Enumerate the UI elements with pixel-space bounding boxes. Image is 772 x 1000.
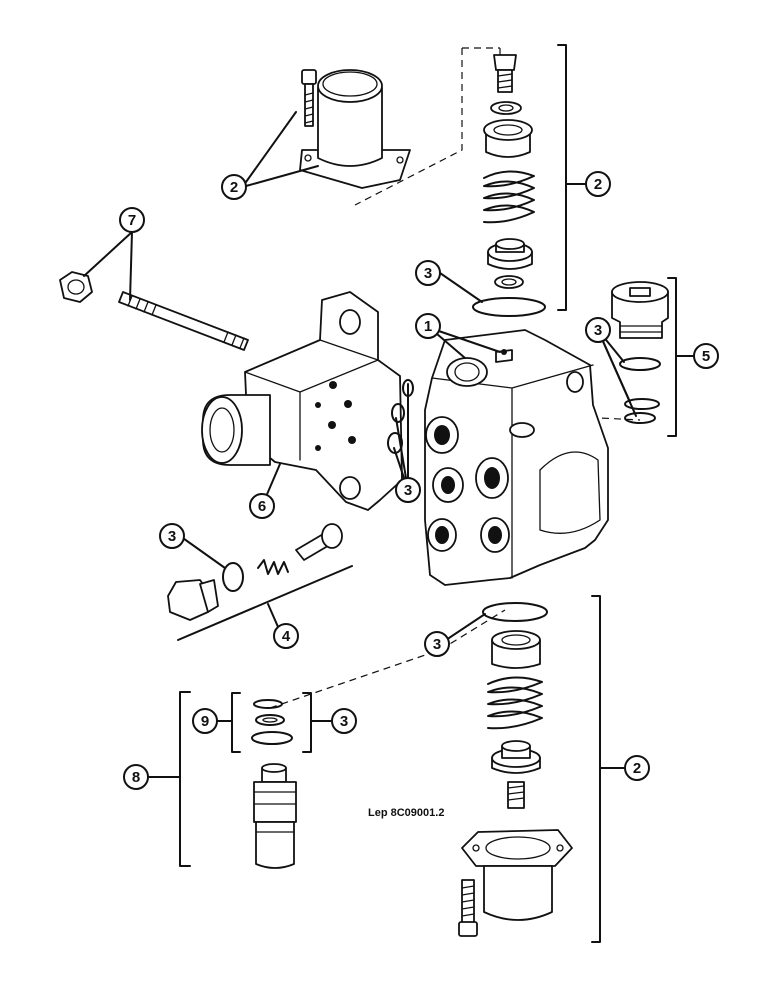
callout-1: 1 bbox=[415, 313, 441, 339]
svg-text:2: 2 bbox=[594, 176, 602, 193]
callout-4: 4 bbox=[273, 623, 299, 649]
svg-text:7: 7 bbox=[128, 212, 136, 229]
cartridge-o-rings bbox=[251, 699, 293, 745]
svg-text:3: 3 bbox=[168, 528, 176, 545]
plug-assembly-right bbox=[611, 281, 669, 424]
svg-text:3: 3 bbox=[594, 322, 602, 339]
upper-cap-housing bbox=[299, 69, 411, 189]
svg-text:8: 8 bbox=[132, 769, 140, 786]
callout-6: 6 bbox=[249, 493, 275, 519]
bracket-upper-spring bbox=[557, 44, 567, 311]
callout-9: 9 bbox=[192, 708, 218, 734]
callout-2-upper-right: 2 bbox=[585, 171, 611, 197]
lower-cap-housing bbox=[461, 829, 573, 921]
svg-text:1: 1 bbox=[424, 318, 432, 335]
bracket-9-left bbox=[231, 692, 241, 753]
bracket-lower-spring bbox=[591, 595, 601, 943]
lower-cap-screw bbox=[458, 879, 478, 937]
callout-5: 5 bbox=[693, 343, 719, 369]
cap-screw bbox=[301, 69, 317, 127]
svg-text:2: 2 bbox=[633, 760, 641, 777]
svg-text:3: 3 bbox=[340, 713, 348, 730]
callout-3-left: 3 bbox=[159, 523, 185, 549]
relief-check-assembly bbox=[167, 523, 353, 641]
bracket-plug-assembly bbox=[667, 277, 677, 437]
callout-3-upper: 3 bbox=[415, 260, 441, 286]
bracket-8 bbox=[179, 691, 191, 867]
end-housing bbox=[201, 291, 403, 511]
callout-7: 7 bbox=[119, 207, 145, 233]
svg-text:6: 6 bbox=[258, 498, 266, 515]
hex-nut bbox=[59, 271, 93, 303]
svg-text:5: 5 bbox=[702, 348, 710, 365]
svg-text:4: 4 bbox=[282, 628, 291, 645]
leader-lines bbox=[83, 111, 707, 778]
callout-3-right: 3 bbox=[585, 317, 611, 343]
callout-3-lower: 3 bbox=[424, 631, 450, 657]
lower-spring-stack bbox=[482, 602, 548, 809]
svg-text:3: 3 bbox=[433, 636, 441, 653]
cartridge-valve bbox=[253, 763, 297, 869]
callout-2-upper-left: 2 bbox=[221, 174, 247, 200]
upper-spring-stack bbox=[472, 54, 546, 317]
reference-code: Lep 8C09001.2 bbox=[368, 807, 444, 819]
callout-3-middle: 3 bbox=[395, 477, 421, 503]
bracket-9-right bbox=[302, 692, 312, 753]
callout-2-lower: 2 bbox=[624, 755, 650, 781]
svg-text:3: 3 bbox=[404, 482, 412, 499]
callout-3-cartridge: 3 bbox=[331, 708, 357, 734]
svg-text:3: 3 bbox=[424, 265, 432, 282]
svg-text:2: 2 bbox=[230, 179, 238, 196]
tie-bolt bbox=[118, 291, 249, 351]
main-valve-body bbox=[424, 329, 609, 586]
svg-text:9: 9 bbox=[201, 713, 209, 730]
callout-8: 8 bbox=[123, 764, 149, 790]
